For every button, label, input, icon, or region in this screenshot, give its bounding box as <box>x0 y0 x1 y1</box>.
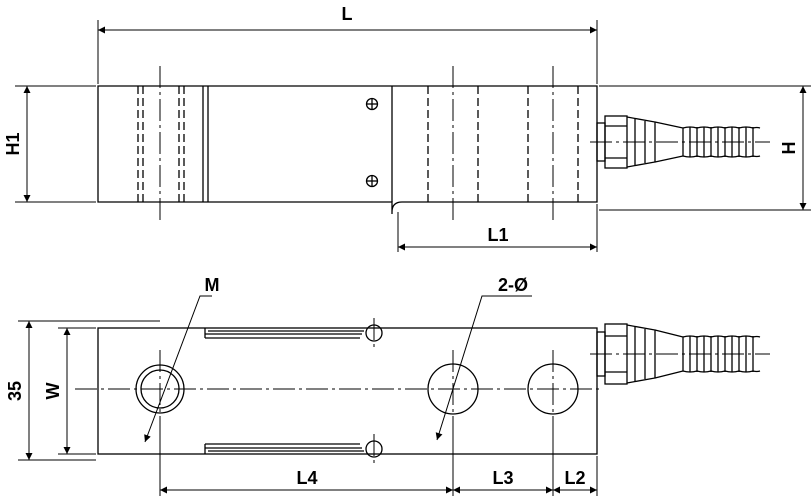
side-body-outline <box>97 85 598 214</box>
top-body-outline <box>97 327 598 455</box>
label-L4: L4 <box>296 468 317 488</box>
leader-hole <box>435 295 532 441</box>
leader-M <box>144 295 212 443</box>
top-dimensions <box>18 295 598 496</box>
label-H: H <box>779 142 799 155</box>
label-L: L <box>342 4 353 24</box>
label-L2: L2 <box>564 468 585 488</box>
label-hole: 2-Ø <box>498 275 528 295</box>
label-35: 35 <box>5 381 25 401</box>
upper-slot <box>204 324 383 342</box>
label-L3: L3 <box>492 468 513 488</box>
label-H1: H1 <box>3 132 23 155</box>
label-L1: L1 <box>487 225 508 245</box>
label-M: M <box>205 275 220 295</box>
side-hidden-hole-left <box>137 86 185 202</box>
side-view <box>97 66 770 220</box>
top-view <box>75 318 770 464</box>
side-hidden-holes-right <box>427 86 579 202</box>
side-dimensions <box>15 20 811 252</box>
top-centerlines <box>75 318 600 464</box>
label-W: W <box>43 383 63 400</box>
screw-icon <box>365 174 379 188</box>
lower-slot <box>204 440 383 458</box>
screw-icon <box>365 97 379 111</box>
side-centerlines <box>159 66 554 220</box>
